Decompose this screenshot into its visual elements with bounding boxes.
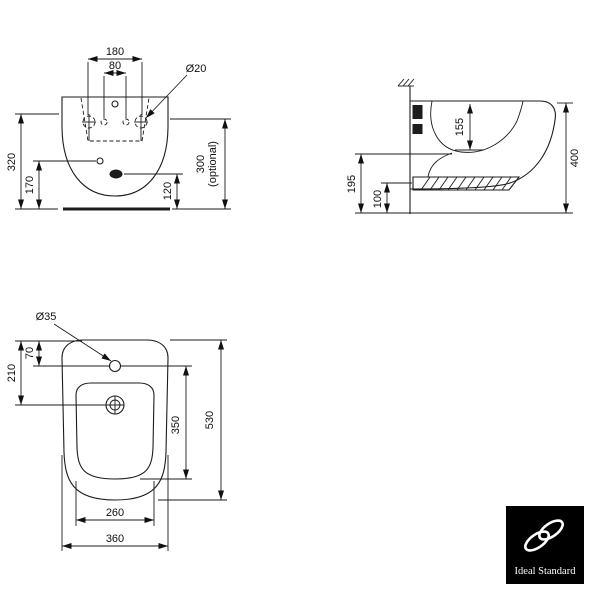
dim-100: 100	[372, 182, 412, 213]
dim-170: 170	[24, 160, 96, 209]
dim-120-label: 120	[162, 182, 174, 200]
brand-logo: Ideal Standard	[506, 506, 584, 584]
side-view-body	[397, 78, 556, 214]
dim-360: 360	[61, 455, 169, 551]
dim-530: 530	[158, 339, 227, 501]
bowl-plan-outline	[75, 382, 155, 480]
overflow-hole	[111, 100, 119, 108]
dim-350-label: 350	[170, 416, 182, 434]
dim-80: 80	[103, 60, 127, 118]
plan-view: Ø35 70 210 530 350 260	[6, 311, 227, 551]
dim-350: 350	[121, 365, 192, 480]
dim-210-label: 210	[6, 364, 18, 382]
dim-tap-diameter: Ø35	[36, 311, 112, 362]
bidet-plan-outline	[61, 339, 169, 501]
dim-100-label: 100	[372, 190, 384, 208]
dim-260: 260	[75, 481, 155, 526]
dim-195: 195	[346, 153, 452, 213]
supply-hole	[96, 157, 104, 165]
bidet-front-outline	[61, 96, 169, 197]
hatched-bracket	[412, 176, 521, 191]
chain-links-icon	[524, 519, 564, 552]
hidden-fixing-area	[80, 97, 150, 142]
side-view: 155 400 195 100	[346, 78, 581, 214]
dim-70: 70	[15, 340, 109, 367]
dim-320: 320	[6, 113, 59, 210]
dim-400-label: 400	[569, 149, 581, 167]
trap-line	[427, 152, 453, 178]
inner-hole-left	[100, 118, 108, 126]
front-view-body	[61, 96, 170, 211]
dim-120: 120	[124, 173, 231, 210]
inner-hole-right	[122, 118, 130, 126]
dim-260-label: 260	[106, 507, 124, 519]
dim-360-label: 360	[106, 533, 124, 545]
dim-300-optional: 300 (optional)	[170, 118, 231, 209]
dim-530-label: 530	[204, 411, 216, 429]
dim-210: 210	[6, 341, 106, 406]
dim-170-label: 170	[24, 176, 36, 194]
fixing-bolt-upper	[412, 105, 423, 119]
dim-300-note-label: (optional)	[207, 141, 219, 187]
dim-180: 180	[87, 46, 143, 115]
dim-155-label: 155	[454, 118, 466, 136]
logo-box	[506, 506, 584, 584]
dim-hole-diameter: Ø20	[145, 63, 207, 119]
dim-155: 155	[454, 104, 484, 151]
drain-symbol	[105, 395, 125, 415]
dim-hole-label: Ø20	[186, 63, 207, 75]
plan-view-body	[61, 339, 169, 501]
dim-tap-label: Ø35	[36, 311, 57, 323]
bowl-section-line	[430, 100, 524, 153]
dim-320-label: 320	[6, 153, 18, 171]
dim-400: 400	[557, 102, 581, 213]
front-view: 180 80 Ø20 320 170 120	[6, 46, 231, 211]
drain-hole	[109, 169, 123, 179]
dim-70-label: 70	[24, 347, 36, 359]
dim-195-label: 195	[346, 175, 358, 193]
brand-wordmark: Ideal Standard	[515, 566, 577, 577]
dim-300-label: 300	[195, 155, 207, 173]
fixing-bolt-lower	[412, 124, 423, 134]
dim-80-label: 80	[109, 60, 121, 72]
bidet-side-outline	[409, 100, 556, 190]
tap-hole	[108, 359, 122, 373]
dim-180-label: 180	[106, 46, 124, 58]
